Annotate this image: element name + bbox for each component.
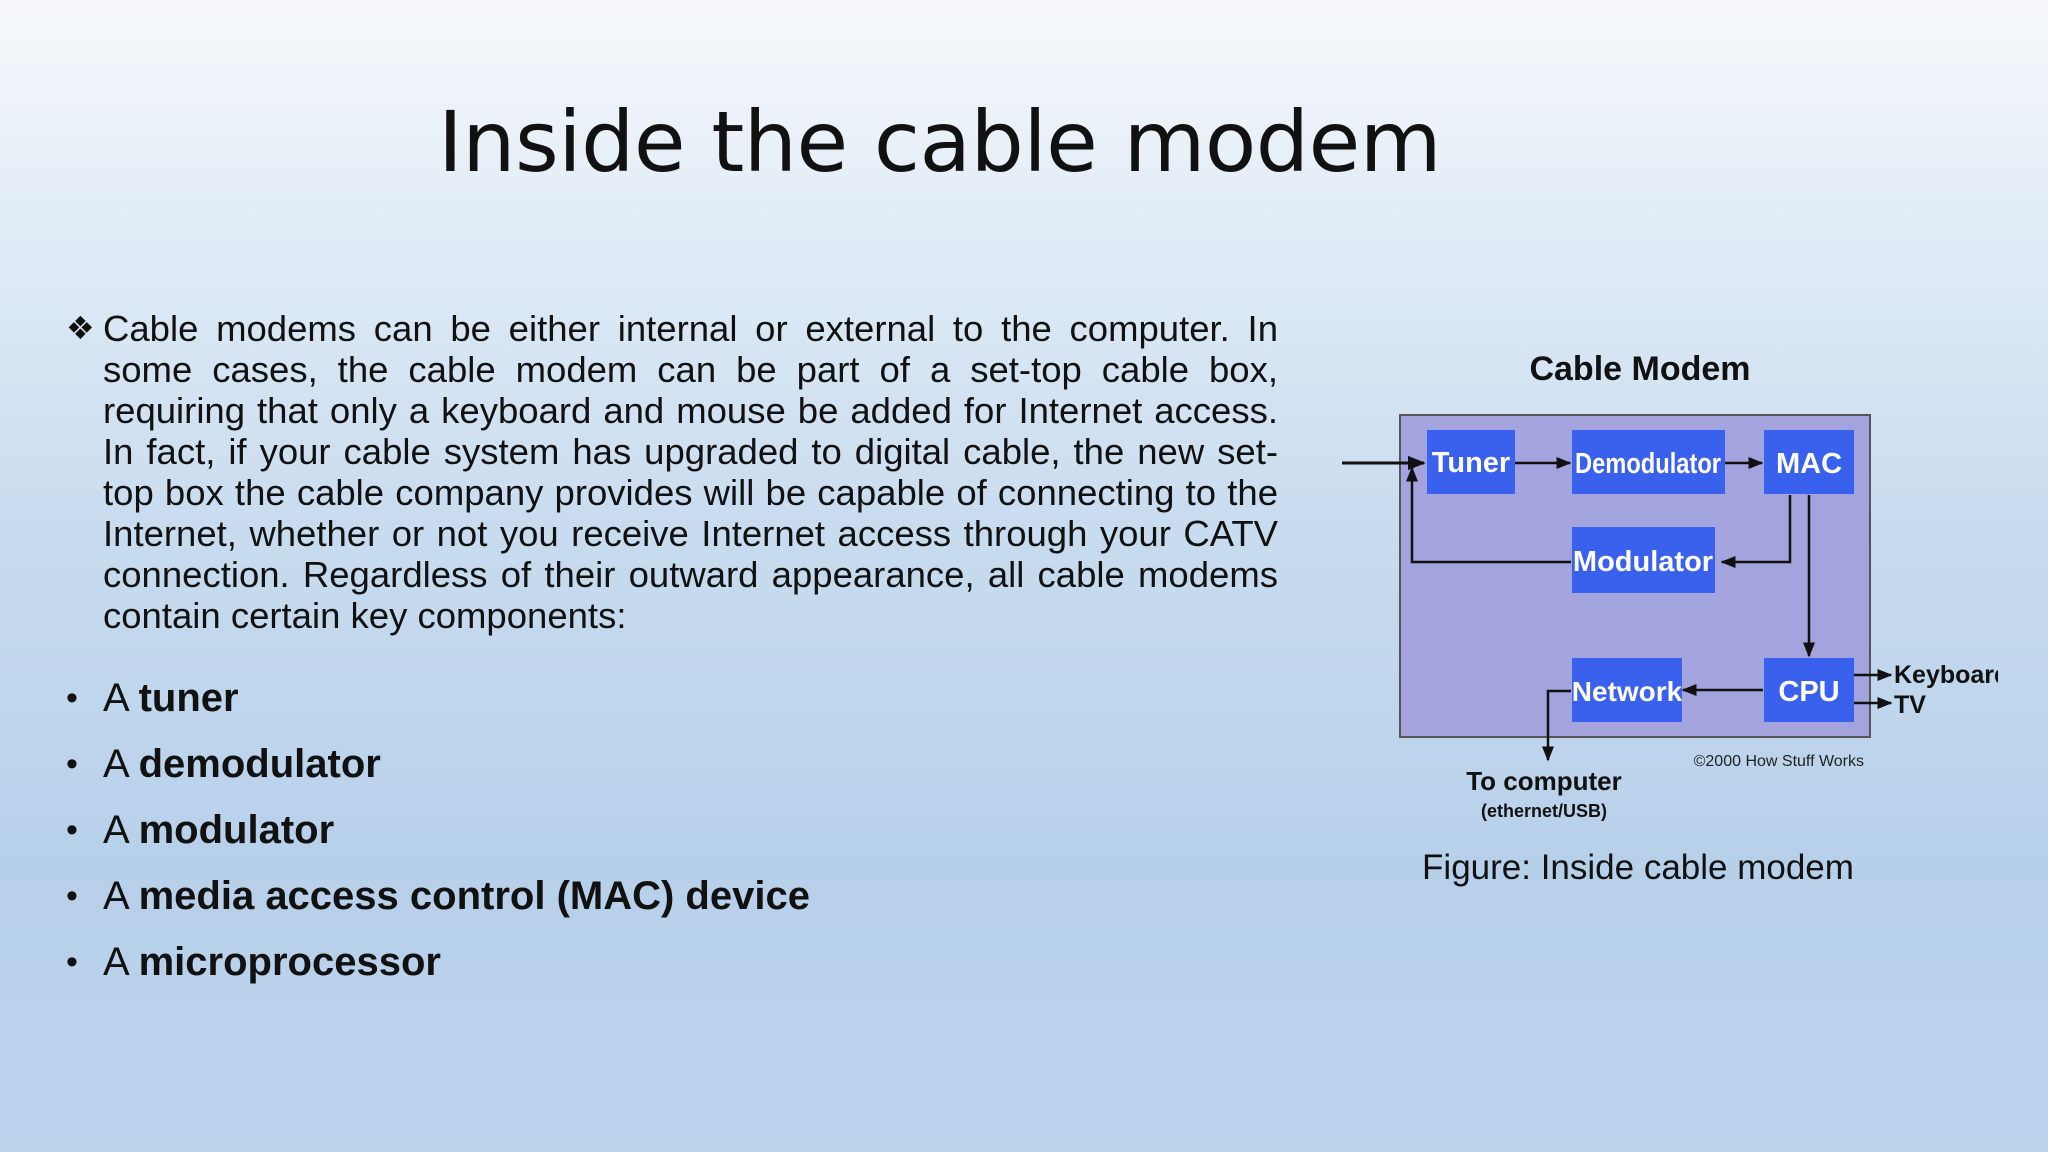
item-term: tuner bbox=[138, 676, 239, 720]
tuner-block: Tuner bbox=[1427, 430, 1515, 494]
demodulator-block: Demodulator bbox=[1572, 430, 1725, 494]
list-item: • A demodulator bbox=[66, 733, 810, 799]
cpu-block: CPU bbox=[1764, 658, 1854, 722]
diamond-bullet-icon: ❖ bbox=[66, 310, 95, 346]
mac-block: MAC bbox=[1764, 430, 1854, 494]
item-term: modulator bbox=[138, 808, 335, 852]
component-list: • A tuner • A demodulator • A modulator … bbox=[66, 667, 810, 997]
modulator-block: Modulator bbox=[1572, 527, 1715, 593]
network-label: Network bbox=[1572, 676, 1683, 707]
item-prefix: A bbox=[103, 940, 139, 984]
bullet-dot-icon: • bbox=[66, 679, 78, 717]
paragraph-text: Cable modems can be either internal or e… bbox=[103, 308, 1278, 636]
slide-title: Inside the cable modem bbox=[438, 93, 1442, 191]
diagram-svg: Cable Modem Tuner Demodulator bbox=[1342, 350, 1998, 821]
diagram-title: Cable Modem bbox=[1529, 350, 1750, 388]
description-paragraph: ❖ Cable modems can be either internal or… bbox=[66, 308, 1278, 636]
list-item: • A media access control (MAC) device bbox=[66, 865, 810, 931]
keyboard-label: Keyboard bbox=[1894, 661, 1998, 689]
list-item: • A tuner bbox=[66, 667, 810, 733]
item-prefix: A bbox=[103, 676, 139, 720]
bullet-dot-icon: • bbox=[66, 877, 78, 915]
item-term: demodulator bbox=[138, 742, 381, 786]
item-prefix: A bbox=[103, 742, 139, 786]
to-computer-sub-label: (ethernet/USB) bbox=[1481, 801, 1607, 821]
bullet-dot-icon: • bbox=[66, 745, 78, 783]
bullet-dot-icon: • bbox=[66, 943, 78, 981]
modulator-label: Modulator bbox=[1573, 546, 1713, 578]
bullet-dot-icon: • bbox=[66, 811, 78, 849]
list-item: • A modulator bbox=[66, 799, 810, 865]
network-block: Network bbox=[1572, 658, 1683, 722]
cpu-label: CPU bbox=[1778, 676, 1839, 708]
mac-to-modulator-arrow bbox=[1720, 495, 1792, 568]
item-term: media access control (MAC) device bbox=[138, 874, 810, 918]
list-item: • A microprocessor bbox=[66, 931, 810, 997]
to-computer-label: To computer bbox=[1466, 766, 1622, 796]
item-prefix: A bbox=[103, 874, 139, 918]
item-prefix: A bbox=[103, 808, 139, 852]
cable-modem-diagram: Cable Modem Tuner Demodulator bbox=[1338, 350, 1998, 830]
mac-label: MAC bbox=[1776, 448, 1842, 480]
network-to-computer-arrow bbox=[1542, 689, 1571, 762]
demodulator-label: Demodulator bbox=[1575, 448, 1721, 480]
item-term: microprocessor bbox=[138, 940, 441, 984]
tuner-label: Tuner bbox=[1432, 447, 1510, 479]
figure-caption: Figure: Inside cable modem bbox=[1422, 848, 1854, 887]
modulator-to-cable-arrow bbox=[1406, 466, 1571, 564]
copyright-text: ©2000 How Stuff Works bbox=[1694, 753, 1864, 770]
tv-label: TV bbox=[1894, 691, 1926, 719]
